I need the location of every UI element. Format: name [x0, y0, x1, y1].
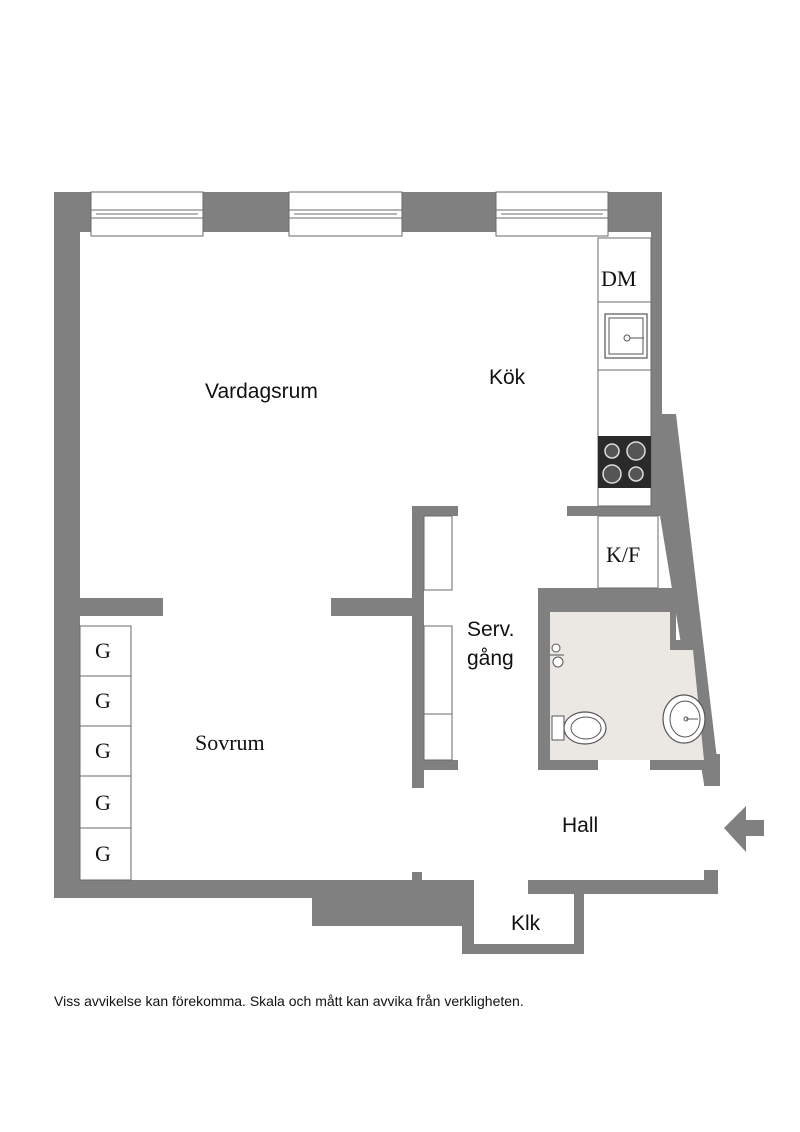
wall-serv-top: [412, 506, 458, 516]
wall-stub-bottom-2: [528, 886, 536, 894]
wardrobe-label: G: [95, 841, 111, 866]
wall-right-upper: [651, 192, 662, 414]
wardrobe-unit: [79, 827, 132, 881]
wall-bath-bottom-right: [650, 760, 710, 770]
service-passage-shelves: [423, 515, 453, 761]
wall-bath-left: [538, 588, 550, 768]
wall-bedroom-partition-right: [331, 598, 423, 616]
wardrobe-unit: [79, 775, 132, 829]
wardrobe-label: G: [95, 738, 111, 763]
fridge-freezer-label: K/F: [606, 542, 640, 567]
wall-bath-top-right: [660, 588, 712, 760]
wall-serv-left: [412, 506, 424, 788]
shower-icon: [550, 643, 564, 668]
wall-closet-bottom: [462, 944, 584, 954]
wardrobes: G G G G G: [79, 625, 132, 881]
wardrobe-label: G: [95, 688, 111, 713]
wall-bottom-step: [312, 880, 474, 954]
bathroom-fixtures: [550, 643, 706, 745]
wardrobe-label: G: [95, 790, 111, 815]
room-label-service-passage: Serv.: [467, 618, 514, 641]
room-label-kitchen: Kök: [489, 366, 526, 389]
wall-closet-right: [574, 892, 584, 954]
wall-bath-bottom-left: [538, 760, 598, 770]
wall-bedroom-partition-left: [80, 598, 163, 616]
room-label-living-room: Vardagsrum: [205, 380, 318, 403]
wall-kitchen-bottom: [567, 506, 660, 516]
wardrobe-unit: [79, 675, 132, 727]
windows: [90, 191, 609, 237]
dishwasher-label: DM: [601, 266, 636, 291]
room-label-bedroom: Sovrum: [195, 730, 265, 755]
wall-serv-bottom: [412, 760, 458, 770]
toilet-icon: [551, 711, 607, 745]
room-label-service-passage-2: gång: [467, 647, 514, 670]
wall-stub-bottom-1: [412, 872, 422, 886]
fridge-freezer: K/F: [597, 515, 659, 589]
entrance-arrow-icon: [724, 806, 764, 852]
kitchen-counter: DM: [597, 237, 652, 507]
wardrobe-label: G: [95, 638, 111, 663]
walls: [54, 192, 720, 954]
room-label-hall: Hall: [562, 814, 598, 837]
wall-closet-left: [462, 894, 474, 954]
wall-bottom-right: [528, 880, 718, 894]
washbasin-icon: [662, 694, 706, 744]
wall-bath-top: [538, 588, 660, 612]
wall-left: [54, 192, 80, 898]
disclaimer-text: Viss avvikelse kan förekomma. Skala och …: [54, 993, 524, 1009]
room-label-closet: Klk: [511, 912, 541, 935]
